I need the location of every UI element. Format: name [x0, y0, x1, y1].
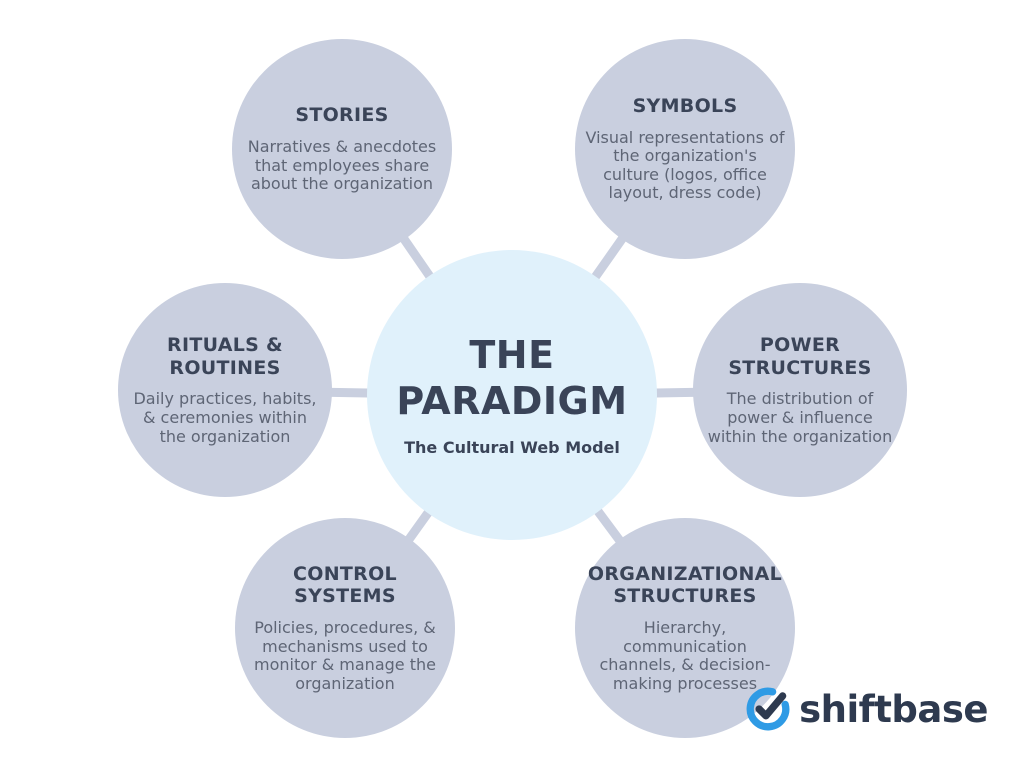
center-title-line1: THE	[469, 332, 555, 377]
node-stories-title: STORIES	[295, 104, 389, 127]
shiftbase-clock-check-icon	[745, 686, 791, 732]
node-symbols-title: SYMBOLS	[632, 95, 738, 117]
node-rituals-routines: RITUALS & ROUTINES Daily practices, habi…	[118, 283, 332, 497]
node-control-systems-description: Policies, procedures, & mechanisms used …	[254, 618, 436, 693]
node-symbols: SYMBOLS Visual representations of the or…	[575, 39, 795, 259]
center-title-line2: PARADIGM	[396, 378, 628, 423]
node-power-structures-description: The distribution of power & influence wi…	[707, 389, 893, 446]
center-title: THE PARADIGM	[396, 333, 627, 424]
node-rituals-routines-title: RITUALS & ROUTINES	[167, 333, 283, 379]
node-organizational-structures-description: Hierarchy, communication channels, & dec…	[599, 618, 771, 693]
node-power-structures: POWER STRUCTURES The distribution of pow…	[693, 283, 907, 497]
node-control-systems-title: CONTROL SYSTEMS	[293, 562, 397, 608]
node-rituals-routines-description: Daily practices, habits, & ceremonies wi…	[133, 389, 317, 446]
node-power-structures-title: POWER STRUCTURES	[728, 333, 872, 379]
node-control-systems: CONTROL SYSTEMS Policies, procedures, & …	[235, 518, 455, 738]
node-stories-description: Narratives & anecdotes that employees sh…	[247, 137, 437, 194]
shiftbase-logo: shiftbase	[745, 686, 988, 732]
center-subtitle: The Cultural Web Model	[404, 438, 620, 458]
shiftbase-logo-text: shiftbase	[799, 687, 988, 731]
node-symbols-description: Visual representations of the organizati…	[585, 127, 785, 203]
node-organizational-structures: ORGANIZATIONAL STRUCTURES Hierarchy, com…	[575, 518, 795, 738]
node-stories: STORIES Narratives & anecdotes that empl…	[232, 39, 452, 259]
node-organizational-structures-title: ORGANIZATIONAL STRUCTURES	[587, 562, 783, 608]
node-the-paradigm: THE PARADIGM The Cultural Web Model	[367, 250, 657, 540]
